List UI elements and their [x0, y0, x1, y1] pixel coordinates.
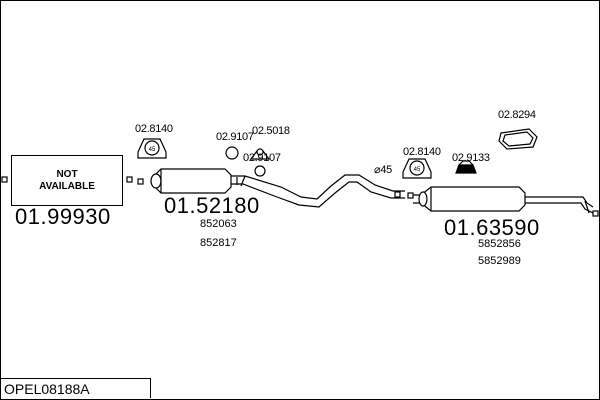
tail-pipe: [525, 196, 594, 214]
not-available-line2: AVAILABLE: [39, 180, 95, 192]
ring-top-label: 02.9107: [216, 131, 254, 143]
connector-na-right: [126, 176, 133, 183]
gasket-ring-icon: [498, 128, 538, 150]
rear-section-oem-ref-1: 5852856: [478, 238, 521, 250]
connector-rear-inlet: [407, 192, 414, 199]
front-silencer: [150, 168, 232, 194]
kit-code-box: OPEL08188A: [1, 378, 151, 398]
ring-bottom-icon: [254, 165, 266, 177]
rear-silencer: [413, 186, 526, 212]
front-section-oem-ref-1: 852063: [200, 218, 237, 230]
middle-pipe: [231, 174, 405, 208]
gasket-ring-label: 02.8294: [498, 109, 536, 121]
not-available-box: NOT AVAILABLE: [11, 155, 123, 206]
rear-section-part-number: 01.63590: [444, 215, 540, 240]
kit-code: OPEL08188A: [4, 380, 90, 397]
not-available-part-number: 01.99930: [15, 204, 111, 229]
clamp-left-label: 02.8140: [135, 123, 173, 135]
connector-mid: [394, 191, 401, 198]
clamp-right-icon: [402, 158, 432, 179]
hanger-right-icon: [455, 160, 477, 174]
not-available-line1: NOT: [56, 168, 78, 180]
clamp-left-inner-text: 45: [149, 147, 156, 153]
front-section-oem-ref-2: 852817: [200, 237, 237, 249]
front-section-part-number: 01.52180: [164, 193, 260, 218]
hanger-right-label: 02.9133: [452, 152, 490, 164]
hanger-top-label: 02.5018: [252, 125, 290, 137]
diameter-label: ⌀45: [374, 164, 392, 176]
connector-left: [1, 176, 8, 183]
ring-bottom-label: 02.9107: [243, 152, 281, 164]
ring-top-icon: [225, 146, 239, 160]
hanger-top-icon: [249, 148, 271, 160]
clamp-right-label: 02.8140: [403, 146, 441, 158]
rear-section-oem-ref-2: 5852989: [478, 255, 521, 267]
clamp-right-inner-text: 45: [414, 167, 421, 173]
connector-tail: [592, 210, 599, 217]
connector-front: [137, 178, 144, 185]
clamp-left-icon: [137, 138, 167, 159]
